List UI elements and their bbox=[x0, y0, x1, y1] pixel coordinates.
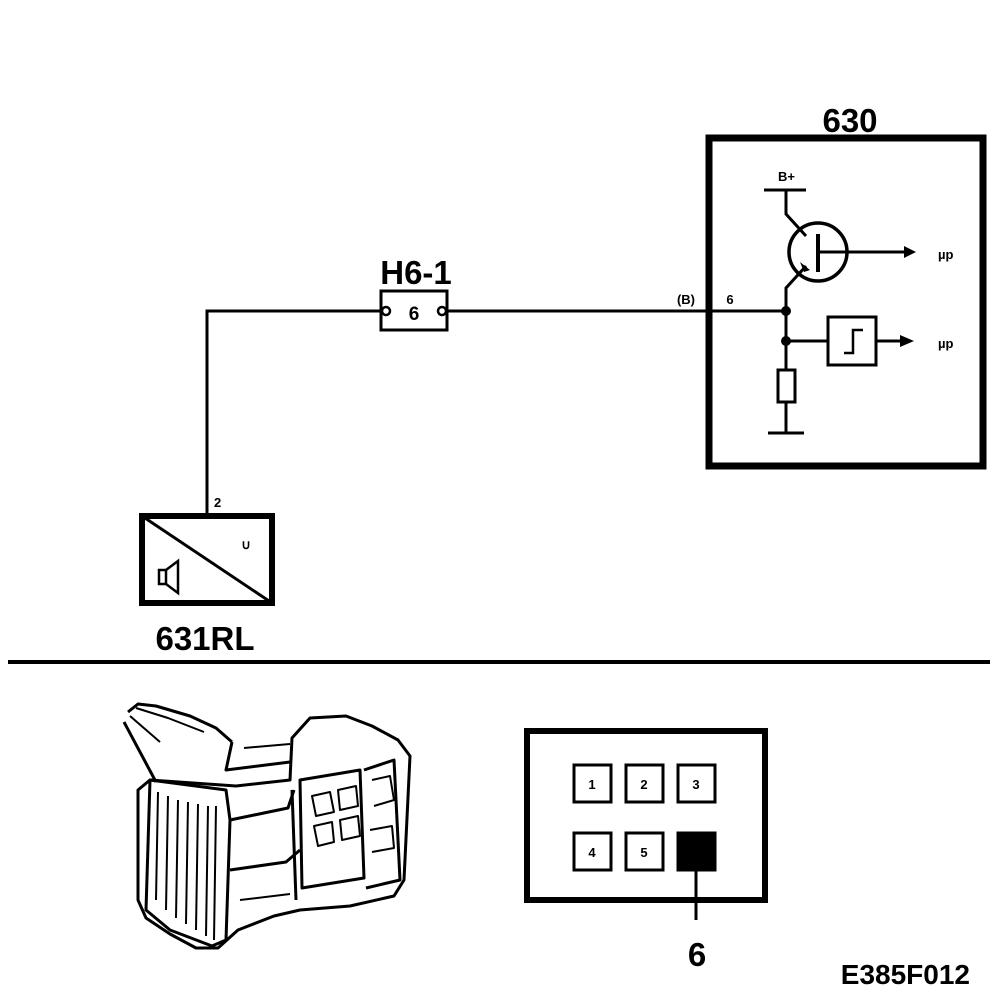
figure-code: E385F012 bbox=[841, 959, 970, 990]
wire-speaker-to-fuse bbox=[205, 309, 380, 514]
transistor-output-label: µp bbox=[938, 247, 953, 262]
fuse-pin-label: 6 bbox=[409, 304, 420, 325]
pin-cell-5 bbox=[624, 831, 665, 872]
emitter-lead bbox=[784, 264, 808, 311]
connector-3d-illustration bbox=[122, 702, 412, 950]
fuse-terminal-right bbox=[436, 305, 448, 317]
fuse-terminal-left bbox=[380, 305, 392, 317]
pin-label-3: 3 bbox=[692, 777, 699, 792]
pin-cell-3 bbox=[676, 763, 717, 804]
module-630: 630 B+ µp µp bbox=[705, 102, 987, 470]
wire-color-label: (B) bbox=[677, 292, 695, 307]
output-arrow-icon bbox=[904, 246, 916, 258]
pin-cell-4 bbox=[572, 831, 613, 872]
pin-cell-2 bbox=[624, 763, 665, 804]
fuse-h6-1: 6 H6-1 bbox=[379, 254, 452, 332]
schmitt-trigger-icon bbox=[844, 328, 863, 355]
resistor-symbol bbox=[776, 368, 797, 404]
loudspeaker-icon bbox=[157, 558, 180, 596]
pin-label-5: 5 bbox=[640, 845, 647, 860]
module-id-label: 630 bbox=[822, 102, 877, 139]
pin-cell-1 bbox=[572, 763, 613, 804]
fuse-id-label: H6-1 bbox=[380, 254, 452, 291]
speaker-631rl: 2 ∪ 631RL bbox=[139, 495, 275, 657]
pin-label-2: 2 bbox=[640, 777, 647, 792]
module-pin-label: 6 bbox=[726, 292, 733, 307]
speaker-corner-mark: ∪ bbox=[241, 537, 251, 552]
comparator-arrow-icon bbox=[900, 335, 914, 347]
speaker-id-label: 631RL bbox=[155, 620, 254, 657]
supply-label: B+ bbox=[778, 169, 795, 184]
emitter-arrow-icon bbox=[800, 262, 810, 272]
connector-pin-face: 1 2 3 4 5 6 bbox=[524, 728, 768, 973]
pin-label-1: 1 bbox=[588, 777, 595, 792]
connector-face-outline bbox=[524, 728, 768, 903]
pin-callout-label: 6 bbox=[688, 936, 706, 973]
pin-cell-6-highlighted bbox=[676, 831, 717, 872]
module-box bbox=[705, 134, 987, 470]
speaker-pin-label: 2 bbox=[214, 495, 221, 510]
pin-label-4: 4 bbox=[588, 845, 596, 860]
comparator-output-label: µp bbox=[938, 336, 953, 351]
speaker-box-diagonal bbox=[141, 514, 273, 605]
